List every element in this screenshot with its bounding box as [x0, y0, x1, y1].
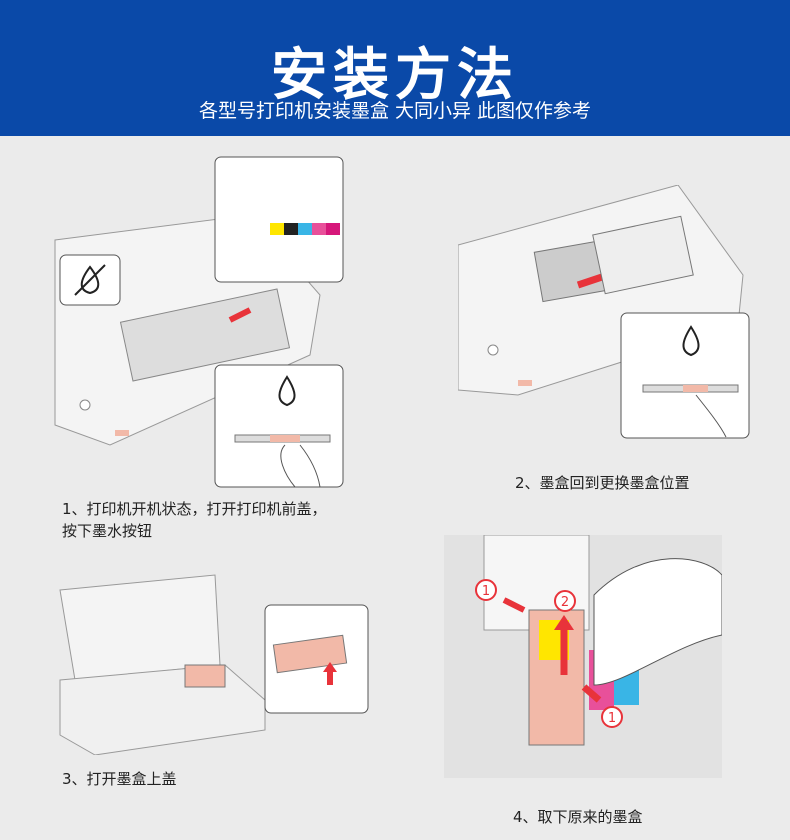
svg-text:2: 2 [561, 595, 569, 610]
step-2-illustration [458, 185, 753, 440]
step-marker: 1 [475, 579, 497, 601]
step-2-caption: 2、墨盒回到更换墨盒位置 [515, 474, 690, 492]
step-3-illustration [55, 570, 370, 755]
step-1-illustration [50, 155, 350, 490]
step-marker: 1 [601, 706, 623, 728]
caption-line: 按下墨水按钮 [62, 522, 153, 540]
step-1-caption: 1、打印机开机状态，打开打印机前盖， 按下墨水按钮 [62, 498, 327, 542]
step-4-illustration: 1 2 1 [444, 535, 722, 778]
caption-line: 1、打印机开机状态，打开打印机前盖， [62, 500, 327, 518]
ink-color-strip [270, 223, 340, 235]
step-3-caption: 3、打开墨盒上盖 [62, 770, 177, 788]
header-banner: 安装方法 各型号打印机安装墨盒 大同小异 此图仅作参考 [0, 0, 790, 136]
page-subtitle: 各型号打印机安装墨盒 大同小异 此图仅作参考 [198, 100, 592, 122]
step-marker: 2 [554, 590, 576, 612]
step-4-caption: 4、取下原来的墨盒 [513, 808, 643, 826]
svg-text:1: 1 [608, 711, 616, 726]
svg-text:1: 1 [482, 584, 490, 599]
page-title: 安装方法 [271, 43, 519, 108]
